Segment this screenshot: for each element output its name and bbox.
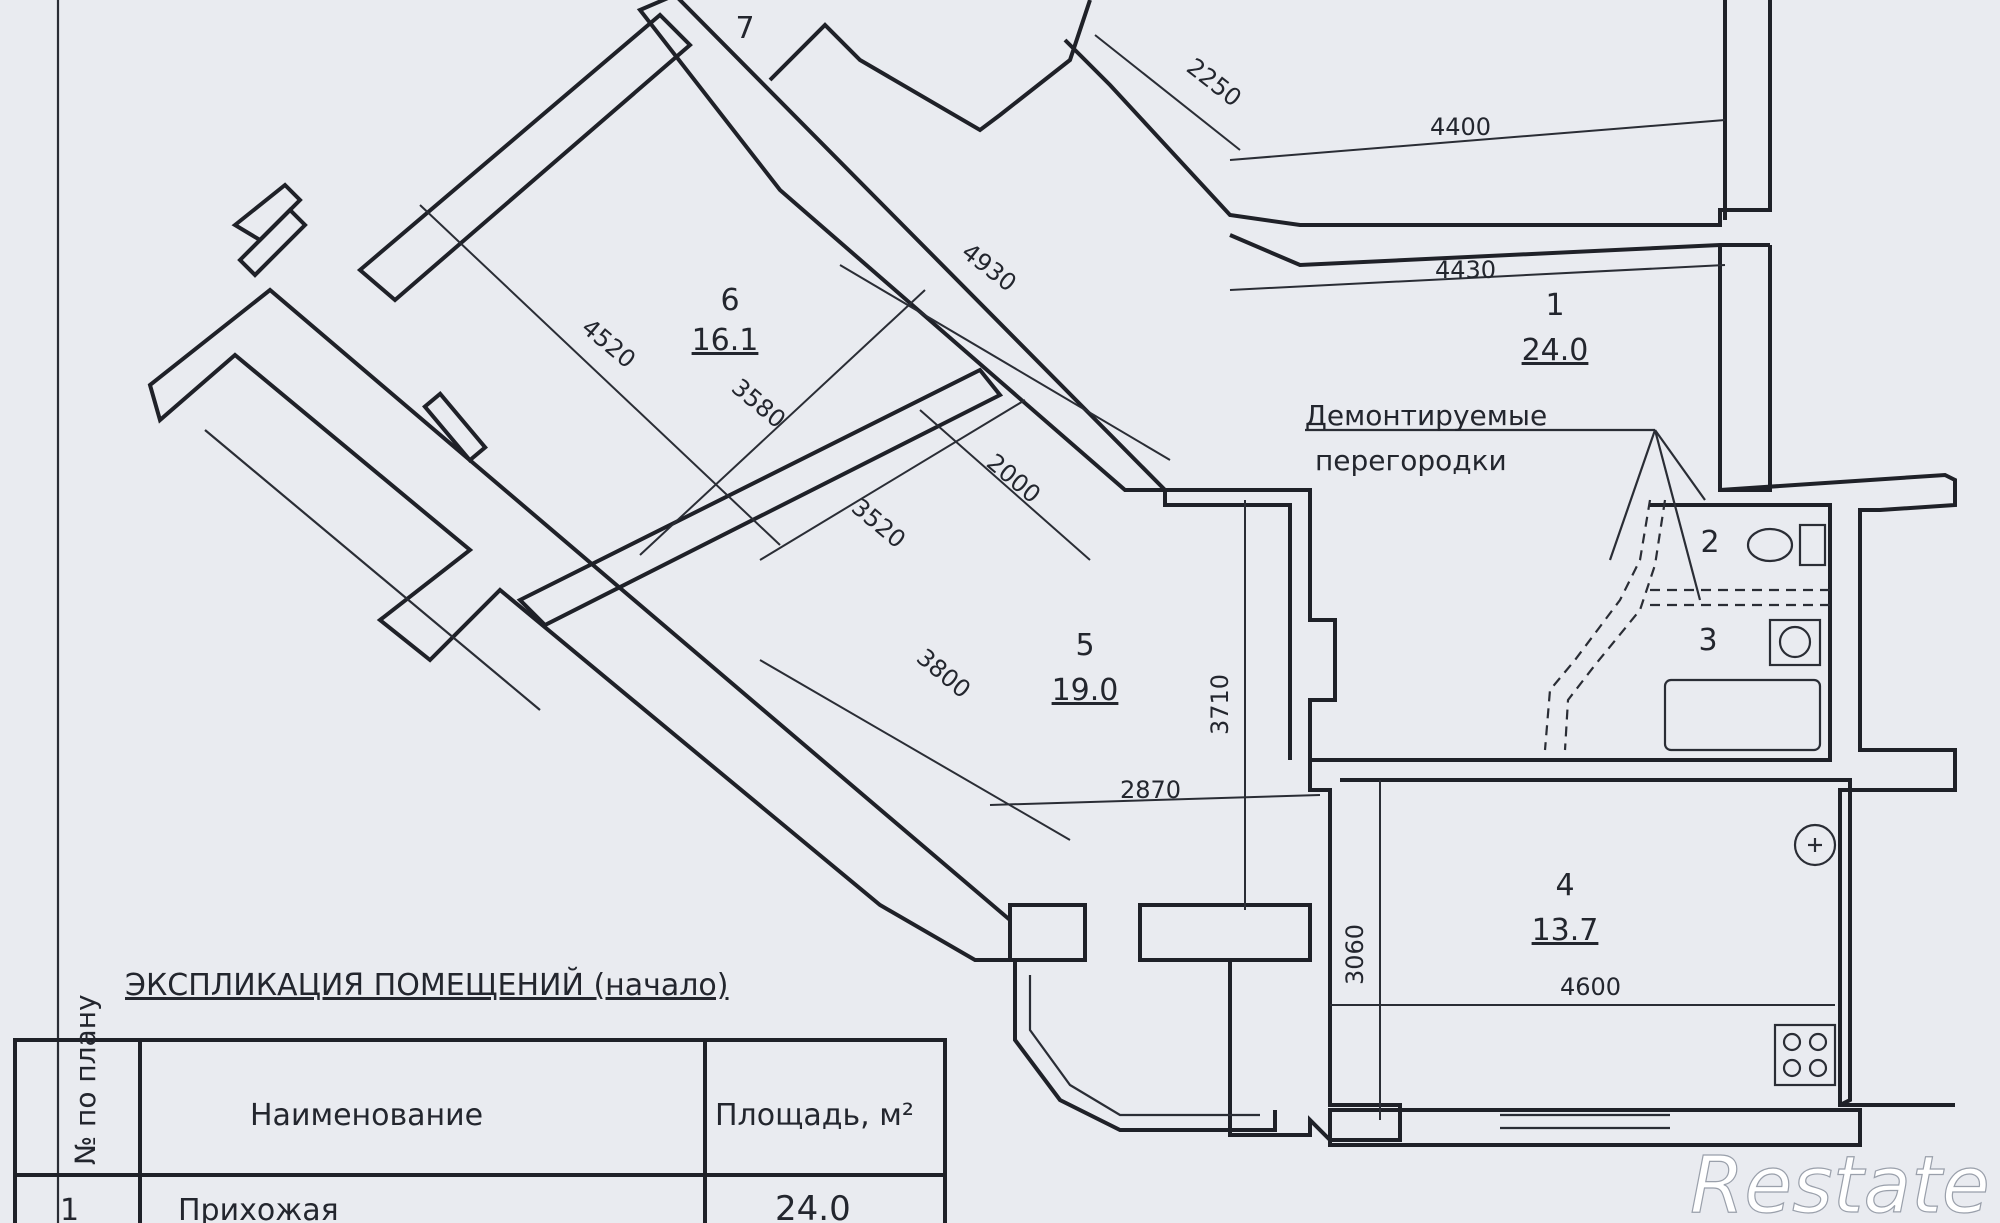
balcony-inner [1028, 975, 1260, 1117]
watermark-logo: Restate [1690, 1141, 1990, 1223]
wall-room4-inner [1340, 778, 1852, 1107]
loggia-window-line [204, 429, 541, 711]
dim-4520: 4520 [576, 313, 641, 374]
wall-bathroom-inner [1310, 503, 1832, 762]
leader-line-2 [1608, 429, 1657, 561]
wall-bathroom-right [1719, 472, 1957, 1107]
dimension-lines [419, 34, 1835, 1120]
restate-watermark: Restate [1689, 1140, 1990, 1223]
dim-line-2000 [919, 409, 1091, 561]
dim-line-3800 [759, 659, 1071, 841]
table-header-number: № по плану [69, 994, 102, 1165]
wall-room5-right [1130, 488, 1337, 760]
sink-bowl [1778, 625, 1812, 659]
room-1-area: 24.0 [1522, 333, 1589, 368]
room-5-number: 5 [1075, 628, 1094, 663]
dim-3710: 3710 [1206, 674, 1234, 735]
dim-line-4400 [1229, 119, 1726, 161]
stove-burner-2 [1808, 1032, 1828, 1052]
table-frame [13, 1038, 947, 1223]
dim-2000: 2000 [981, 448, 1046, 509]
annotation-demolished-line1: Демонтируемые [1305, 399, 1547, 432]
dim-line-2250 [1094, 34, 1241, 151]
wall-room4-bottom [1328, 1108, 1862, 1147]
dim-line-4520 [419, 204, 781, 546]
dim-line-3520 [759, 399, 1026, 561]
outer-diagonal-wall [147, 287, 1012, 962]
table-row-1-area: 24.0 [775, 1189, 851, 1223]
dimension-labels: 2250 4400 4430 4930 4520 3580 2000 3520 … [576, 53, 1621, 1001]
wall-room1-right [1718, 245, 1772, 492]
sink [1768, 618, 1822, 667]
bathtub [1663, 678, 1822, 752]
toilet-bowl [1746, 527, 1794, 563]
wall-segment-bottom [1138, 903, 1312, 962]
dim-3520: 3520 [846, 493, 911, 554]
annotation-demolished-line2: перегородки [1315, 444, 1507, 477]
wall-room4-left [1228, 760, 1402, 1142]
walls [147, 0, 1957, 1147]
stove-burner-4 [1808, 1058, 1828, 1078]
wall-room5-right-inner [1163, 490, 1292, 760]
wall-room6-top [356, 12, 693, 303]
bathroom-fixtures [1663, 523, 1837, 1087]
explication-table: ЭКСПЛИКАЦИЯ ПОМЕЩЕНИЙ (начало) № по план… [13, 967, 947, 1223]
wall-room1-top [1063, 0, 1772, 227]
wall-room6-room5 [516, 367, 1004, 628]
kitchen-sink-icon [1793, 823, 1837, 867]
dim-2870: 2870 [1120, 776, 1181, 804]
table-row-1-number: 1 [60, 1193, 79, 1223]
room-5-area: 19.0 [1052, 673, 1119, 708]
dim-4400: 4400 [1430, 113, 1491, 141]
dim-3800: 3800 [911, 643, 976, 704]
leader-line-3 [1654, 429, 1706, 501]
stove-burner-1 [1782, 1032, 1802, 1052]
table-header-name: Наименование [250, 1098, 483, 1133]
explication-title: ЭКСПЛИКАЦИЯ ПОМЕЩЕНИЙ (начало) [125, 967, 729, 1003]
balcony-outline [1013, 960, 1277, 1132]
wall-upper-block [768, 0, 1092, 133]
dashed-partition-b [1563, 499, 1667, 751]
stove-burner-3 [1782, 1058, 1802, 1078]
demolished-partitions [1305, 428, 1830, 751]
dim-2250: 2250 [1181, 53, 1246, 113]
toilet-tank [1798, 523, 1827, 567]
dim-4430: 4430 [1435, 256, 1496, 284]
dashed-partition-a [1543, 499, 1652, 751]
room-2-number: 2 [1700, 525, 1719, 560]
room-7-number: 7 [735, 11, 754, 46]
stove-icon [1773, 1023, 1837, 1087]
dim-line-4430 [1229, 264, 1726, 291]
wall-pier [231, 182, 303, 243]
dim-4600: 4600 [1560, 973, 1621, 1001]
dim-line-3580 [639, 289, 926, 556]
balcony-door [1008, 903, 1087, 962]
table-header-area: Площадь, м² [715, 1098, 914, 1133]
dim-line-2870 [989, 794, 1321, 806]
table-row-1-name: Прихожая [178, 1193, 339, 1223]
wall-pier-2 [237, 207, 308, 278]
room-4-area: 13.7 [1532, 913, 1599, 948]
room-1-number: 1 [1545, 288, 1564, 323]
window-left [422, 390, 488, 464]
room-3-number: 3 [1698, 623, 1717, 658]
wall-room1-top-inner [1229, 233, 1770, 268]
room-6-number: 6 [720, 283, 739, 318]
inner-wall-upper [636, 0, 1170, 492]
room-4-number: 4 [1555, 868, 1574, 903]
room-labels: 7 6 16.1 1 24.0 5 19.0 2 3 4 13.7 [692, 11, 1720, 948]
dim-line-4930 [839, 264, 1171, 461]
leader-line-1 [1653, 429, 1702, 601]
dim-3060: 3060 [1341, 924, 1369, 985]
room-6-area: 16.1 [692, 323, 759, 358]
